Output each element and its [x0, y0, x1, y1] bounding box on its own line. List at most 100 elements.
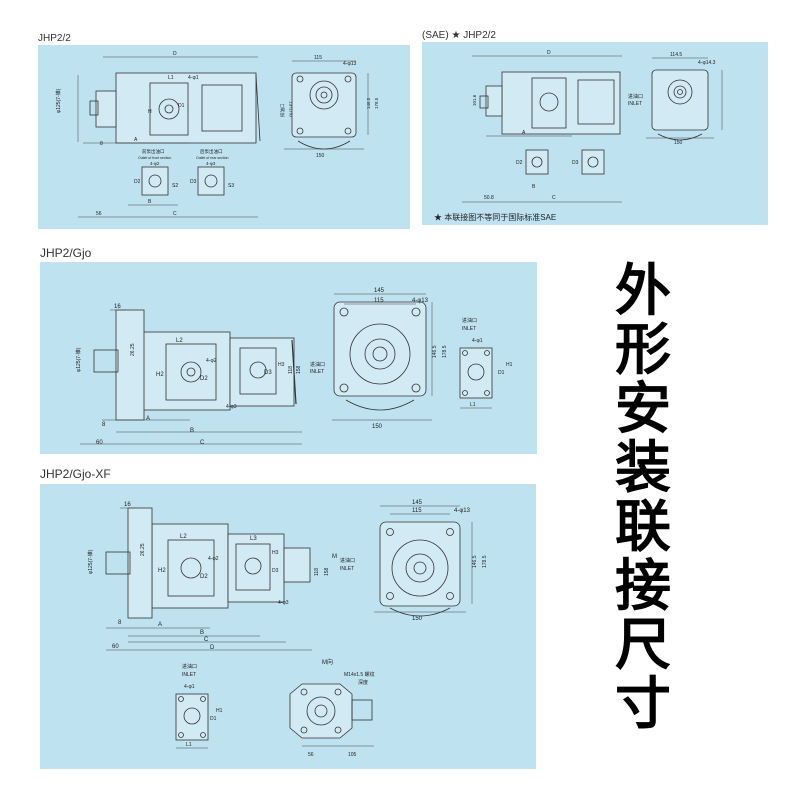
label-inlet2-en: INLET	[182, 672, 196, 678]
label-D3: D3	[190, 179, 197, 185]
label-115: 115	[374, 298, 384, 304]
title-char: 形	[615, 318, 671, 383]
drawing-panel-jhp2-gjo-xf: 16 26.25 φ125(7-锥) L2 H2 D2 4-φ2 L3 H3 D…	[40, 484, 536, 769]
label-4phi3: 4-φ3	[226, 404, 237, 410]
label-4phi2: 4-φ2	[206, 358, 217, 364]
vertical-title: 外 形 安 装 联 接 尺 寸	[598, 262, 688, 734]
label-inlet-en: INLET	[340, 566, 354, 572]
label-1785: 178.5	[442, 345, 448, 358]
section-title-sae-jhp2-2: (SAE) ★ JHP2/2	[422, 30, 496, 41]
label-105: 105	[348, 752, 357, 758]
label-150: 150	[674, 140, 683, 146]
label-H1: H1	[216, 708, 223, 714]
label-4phi13: 4-φ13	[343, 61, 356, 67]
section-title-jhp2-gjo-xf: JHP2/Gjo-XF	[40, 467, 111, 481]
label-H: H	[148, 109, 152, 115]
label-phi125: φ125(7-锥)	[55, 88, 62, 113]
label-145: 145	[374, 288, 385, 294]
title-char: 装	[615, 436, 671, 501]
label-60: 60	[112, 644, 119, 650]
label-4phi3: 4-φ3	[278, 600, 289, 606]
section-title-jhp2-2: JHP2/2	[38, 33, 71, 44]
drawing-jhp2-gjo: 16 26.25 φ125(7-锥) L2 H2 D2 4-φ2 D3 H3 1…	[75, 288, 513, 446]
label-D3: D3	[272, 568, 279, 574]
label-L1: L1	[168, 75, 174, 81]
label-D1: D1	[498, 370, 505, 376]
label-16: 16	[124, 502, 131, 508]
drawing-panel-sae-jhp2-2: 114.5 4-φ14.3 进油口 INLET 150 101.6 D A D2…	[422, 42, 768, 225]
label-150: 150	[372, 424, 383, 430]
label-S2: S2	[172, 183, 178, 189]
title-char: 外	[615, 259, 671, 324]
label-deep: 深度	[358, 679, 368, 686]
label-C: C	[552, 195, 556, 201]
label-H3: H3	[278, 362, 285, 368]
label-D: D	[173, 51, 177, 57]
label-2625: 26.25	[130, 343, 136, 356]
label-outlet-cn: 排油口	[279, 104, 286, 118]
label-56: 56	[308, 752, 314, 758]
label-phi1: 4-φ1	[184, 684, 195, 690]
label-158: 158	[324, 567, 330, 576]
label-phi125: φ125(7-锥)	[75, 347, 82, 372]
sae-note: ★ 本联接图不等同于国际标准SAE	[434, 213, 557, 222]
label-1016: 101.6	[472, 94, 477, 106]
label-115: 115	[412, 508, 422, 514]
label-4phi13: 4-φ13	[454, 508, 471, 514]
label-inlet-cn-2: 进油口	[462, 317, 477, 324]
label-1465: 146.5	[366, 97, 371, 109]
label-4phi3: 4-φ3	[206, 161, 216, 166]
label-D1: D1	[178, 103, 185, 109]
label-D2: D2	[200, 574, 208, 580]
label-D1: D1	[210, 716, 217, 722]
label-H2: H2	[156, 372, 164, 378]
drawing-panel-jhp2-gjo: 16 26.25 φ125(7-锥) L2 H2 D2 4-φ2 D3 H3 1…	[40, 262, 537, 454]
title-char: 安	[615, 377, 671, 442]
label-L2: L2	[176, 338, 183, 344]
label-60: 60	[96, 440, 103, 446]
label-150: 150	[412, 616, 423, 622]
title-char: 联	[615, 495, 671, 560]
label-1465: 146.5	[432, 345, 438, 358]
label-C: C	[200, 440, 205, 446]
label-508: 50.8	[484, 195, 494, 201]
label-118: 118	[288, 366, 294, 374]
label-rear-en: Outlet of rear section	[196, 156, 229, 160]
label-M: M	[332, 554, 337, 560]
label-L2: L2	[180, 534, 187, 540]
label-m14: M14x1.5 螺纹	[344, 671, 375, 678]
label-4phi2: 4-φ2	[150, 161, 160, 166]
label-front-en: Outlet of front section	[138, 156, 171, 160]
label-4phi143: 4-φ14.3	[698, 60, 716, 66]
label-C: C	[173, 211, 177, 217]
label-1465: 146.5	[472, 555, 478, 568]
drawing-jhp2-gjo-xf: 16 26.25 φ125(7-锥) L2 H2 D2 4-φ2 L3 H3 D…	[87, 500, 488, 758]
label-2625: 26.25	[140, 543, 146, 556]
label-inlet2-cn: 进油口	[182, 663, 197, 670]
label-8: 8	[100, 141, 103, 147]
title-char: 寸	[615, 672, 671, 737]
section-title-jhp2-gjo: JHP2/Gjo	[40, 246, 92, 260]
label-56: 56	[96, 211, 102, 217]
label-rear-cn: 后泵出油口	[200, 148, 223, 155]
label-16: 16	[114, 304, 121, 310]
label-inlet-cn: 进油口	[628, 93, 643, 100]
label-S3: S3	[228, 183, 234, 189]
label-8: 8	[118, 620, 122, 626]
label-A: A	[158, 622, 162, 628]
label-1145: 114.5	[670, 52, 682, 58]
label-D2: D2	[134, 179, 141, 185]
label-D2: D2	[516, 160, 523, 166]
label-4phi13: 4-φ13	[412, 298, 429, 304]
label-phi125: φ125(7-锥)	[87, 549, 94, 574]
label-145: 145	[412, 500, 423, 506]
label-H3: H3	[272, 550, 279, 556]
label-1785: 178.5	[482, 555, 488, 568]
label-B: B	[148, 199, 152, 205]
label-8: 8	[102, 422, 106, 428]
label-D: D	[210, 645, 215, 651]
label-C: C	[204, 637, 209, 643]
label-inlet-cn: 进油口	[310, 361, 325, 368]
title-char: 接	[615, 554, 671, 619]
label-4phi2: 4-φ2	[208, 556, 219, 562]
